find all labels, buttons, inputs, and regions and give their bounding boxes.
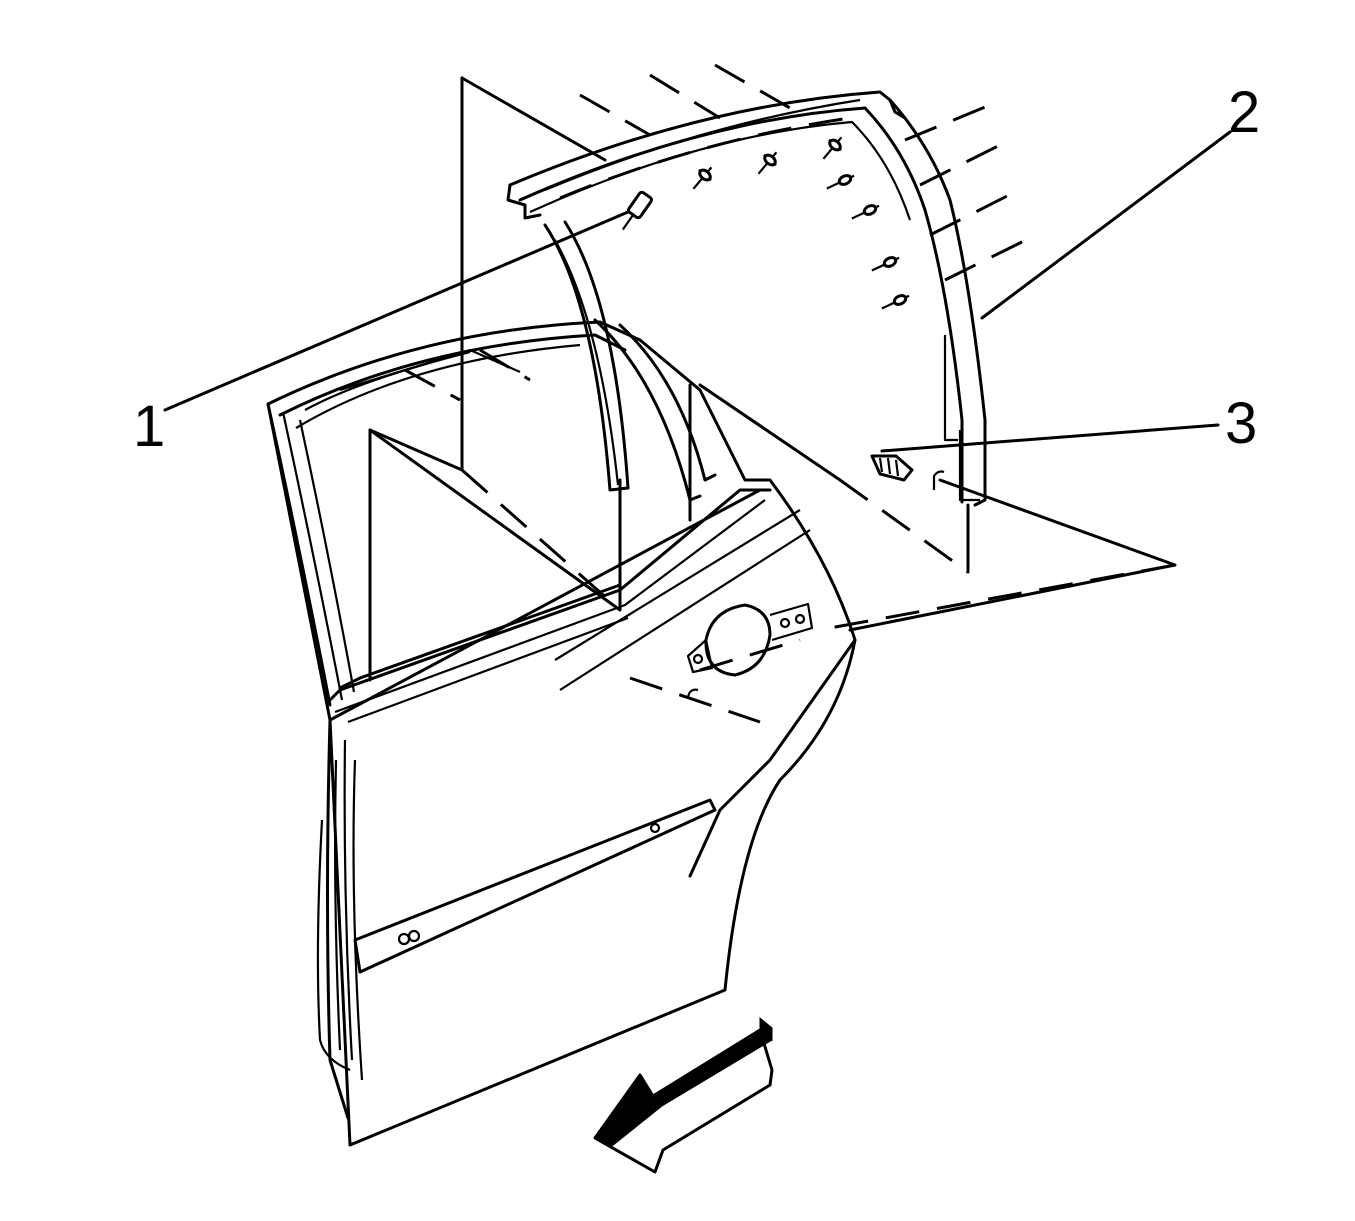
alignment-leaders — [368, 63, 1177, 724]
door-fastener — [870, 454, 945, 490]
rear-door-assembly — [266, 320, 857, 1147]
callout-3-label: 3 — [1225, 391, 1257, 456]
callout-2-label: 2 — [1228, 80, 1260, 145]
retainer-pins — [621, 136, 910, 310]
callout-1-label: 1 — [133, 394, 165, 459]
callout-leaders — [163, 130, 1232, 453]
front-direction-arrow-icon — [593, 1016, 774, 1174]
weatherstrip-frame — [506, 90, 987, 507]
